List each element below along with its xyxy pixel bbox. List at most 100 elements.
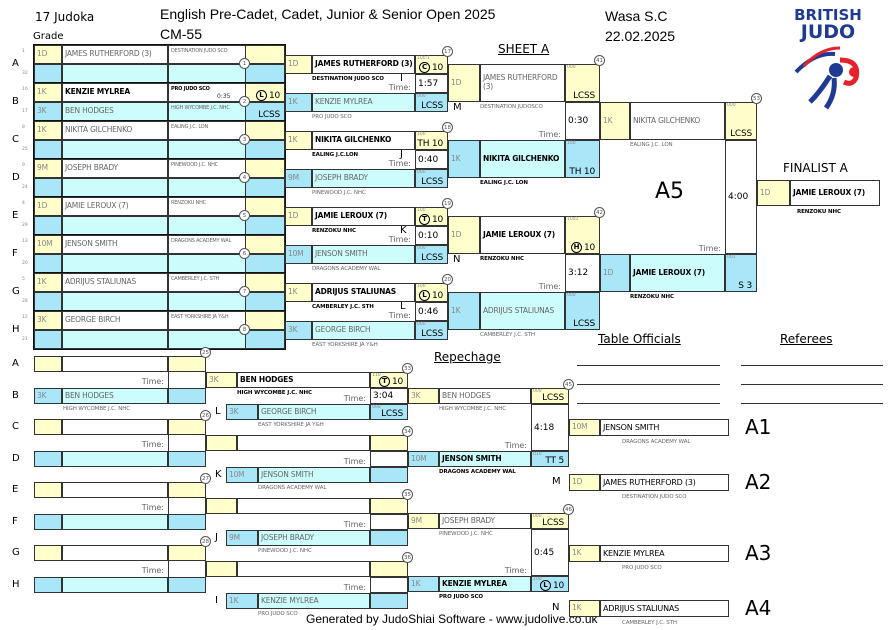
result-place: A3: [745, 541, 772, 565]
competitor-name[interactable]: ADRIJUS STALIUNAS: [62, 273, 168, 292]
competitor-name[interactable]: KENZIE MYLREA: [62, 83, 168, 102]
seed-number: 8: [22, 125, 25, 130]
score-cell: [245, 45, 285, 64]
competitor-name[interactable]: [62, 356, 168, 372]
competitor-name[interactable]: JENSON SMITH: [62, 235, 168, 254]
time-value: 0:46: [415, 302, 448, 321]
score-value: LCSS: [573, 319, 595, 329]
competitor-name[interactable]: JENSON SMITH: [258, 467, 370, 483]
competitor-name[interactable]: [62, 330, 168, 349]
club-label: EAST YORKSHIRE JA Y&H: [312, 342, 378, 348]
club-cell: PINEWOOD J.C. NHC: [168, 159, 246, 178]
competitor-name[interactable]: KENZIE MYLREA: [439, 576, 531, 592]
grade-cell: [34, 514, 62, 530]
seed-number: 29: [22, 223, 28, 228]
result-name[interactable]: KENZIE MYLREA: [600, 545, 729, 562]
competitor-name[interactable]: JAMIE LEROUX (7): [312, 207, 415, 226]
competitor-name[interactable]: [62, 577, 168, 593]
competitor-name[interactable]: NIKITA GILCHENKO: [630, 102, 725, 140]
result-name[interactable]: ADRIJUS STALIUNAS: [600, 600, 729, 617]
competitor-name[interactable]: NIKITA GILCHENKO: [62, 121, 168, 140]
competitor-name[interactable]: JOSEPH BRADY: [312, 169, 415, 188]
grade-cell: 9M: [408, 513, 439, 529]
grade-cell: [34, 451, 62, 467]
competitor-name[interactable]: [62, 64, 168, 83]
competitor-name[interactable]: JOSEPH BRADY: [439, 513, 531, 529]
score-cell: [370, 467, 408, 483]
grade-cell: 1D: [448, 64, 480, 102]
result-club: CAMBERLEY J.C. STH: [622, 620, 677, 626]
table-official-signature-line[interactable]: [577, 403, 720, 404]
referee-signature-line[interactable]: [741, 403, 883, 404]
rep-letter: B: [12, 390, 19, 401]
competitor-name[interactable]: [237, 498, 370, 514]
pool-letter: B: [12, 96, 19, 107]
club-label: PRO JUDO SCO: [258, 611, 298, 617]
competitor-name[interactable]: BEN HODGES: [237, 372, 370, 388]
competitor-name[interactable]: GEORGE BIRCH: [312, 321, 415, 340]
score-cell: [245, 178, 285, 197]
result-name[interactable]: JAMES RUTHERFORD (3): [600, 474, 729, 491]
competitor-name[interactable]: [62, 419, 168, 435]
referee-signature-line[interactable]: [741, 384, 883, 385]
competitor-name[interactable]: NIKITA GILCHENKO: [312, 131, 415, 150]
club-label: EAST YORKSHIRE JA Y&H: [258, 422, 324, 428]
competitor-name[interactable]: GEORGE BIRCH: [258, 404, 370, 420]
match-number-circle: 35: [402, 489, 413, 500]
competitor-name[interactable]: [62, 514, 168, 530]
score-cell: [245, 197, 285, 216]
table-official-signature-line[interactable]: [577, 384, 720, 385]
result-place: A2: [745, 470, 772, 494]
club-label: HIGH WYCOMBE J.C. NHC: [237, 390, 312, 396]
competitor-name[interactable]: NIKITA GILCHENKO: [480, 140, 565, 178]
result-name[interactable]: JENSON SMITH: [600, 419, 729, 436]
competitor-name[interactable]: JOSEPH BRADY: [258, 530, 370, 546]
club-cell: [168, 64, 246, 83]
score-code: 010: [533, 452, 542, 457]
final-name[interactable]: JAMIE LEROUX (7): [790, 180, 880, 206]
competitor-name[interactable]: [62, 451, 168, 467]
competitor-name[interactable]: [237, 561, 370, 577]
competitor-name[interactable]: JAMES RUTHERFORD (3): [480, 64, 565, 102]
competitor-name[interactable]: [237, 435, 370, 451]
result-club: DESTINATION JUDO SCO: [622, 494, 687, 500]
competitor-name[interactable]: ADRIJUS STALIUNAS: [312, 283, 415, 302]
competitor-name[interactable]: [62, 178, 168, 197]
final-grade: 1D: [757, 180, 790, 206]
competitor-name[interactable]: JAMIE LEROUX (7): [630, 254, 725, 292]
score-cell: [245, 140, 285, 159]
result-place: A1: [745, 415, 772, 439]
seed-number: 16: [22, 87, 28, 92]
competitor-name[interactable]: KENZIE MYLREA: [258, 593, 370, 609]
competitor-name[interactable]: BEN HODGES: [62, 102, 168, 121]
competitor-name[interactable]: JENSON SMITH: [439, 451, 531, 467]
referee-signature-line[interactable]: [741, 365, 883, 366]
table-official-signature-line[interactable]: [577, 365, 720, 366]
competitor-name[interactable]: [62, 545, 168, 561]
club-label: PINEWOOD J.C. NHC: [258, 548, 312, 554]
competitor-name[interactable]: JAMIE LEROUX (7): [62, 197, 168, 216]
match-number-circle: 4: [239, 172, 250, 183]
competitor-name[interactable]: JAMES RUTHERFORD (3): [62, 45, 168, 64]
time-value: 0:10: [415, 226, 448, 245]
competitor-name[interactable]: [62, 216, 168, 235]
competitor-name[interactable]: GEORGE BIRCH: [62, 311, 168, 330]
competitor-name[interactable]: JAMIE LEROUX (7): [480, 216, 565, 254]
competitor-name[interactable]: [62, 292, 168, 311]
score-value: 10: [431, 291, 443, 301]
competitor-name[interactable]: [62, 140, 168, 159]
club-cell: [168, 140, 246, 159]
competitor-name[interactable]: BEN HODGES: [62, 388, 168, 404]
competitor-name[interactable]: [62, 254, 168, 273]
competitor-name[interactable]: KENZIE MYLREA: [312, 93, 415, 112]
competitor-name[interactable]: JENSON SMITH: [312, 245, 415, 264]
competitor-name[interactable]: [62, 482, 168, 498]
competitor-name[interactable]: JAMES RUTHERFORD (3): [312, 55, 415, 74]
score-code: 000: [567, 293, 576, 298]
competitor-name[interactable]: ADRIJUS STALIUNAS: [480, 292, 565, 330]
grade-cell: 3K: [226, 404, 258, 420]
time-value: 0:30: [565, 102, 600, 140]
competitor-name[interactable]: JOSEPH BRADY: [62, 159, 168, 178]
competitor-name[interactable]: BEN HODGES: [439, 388, 531, 404]
